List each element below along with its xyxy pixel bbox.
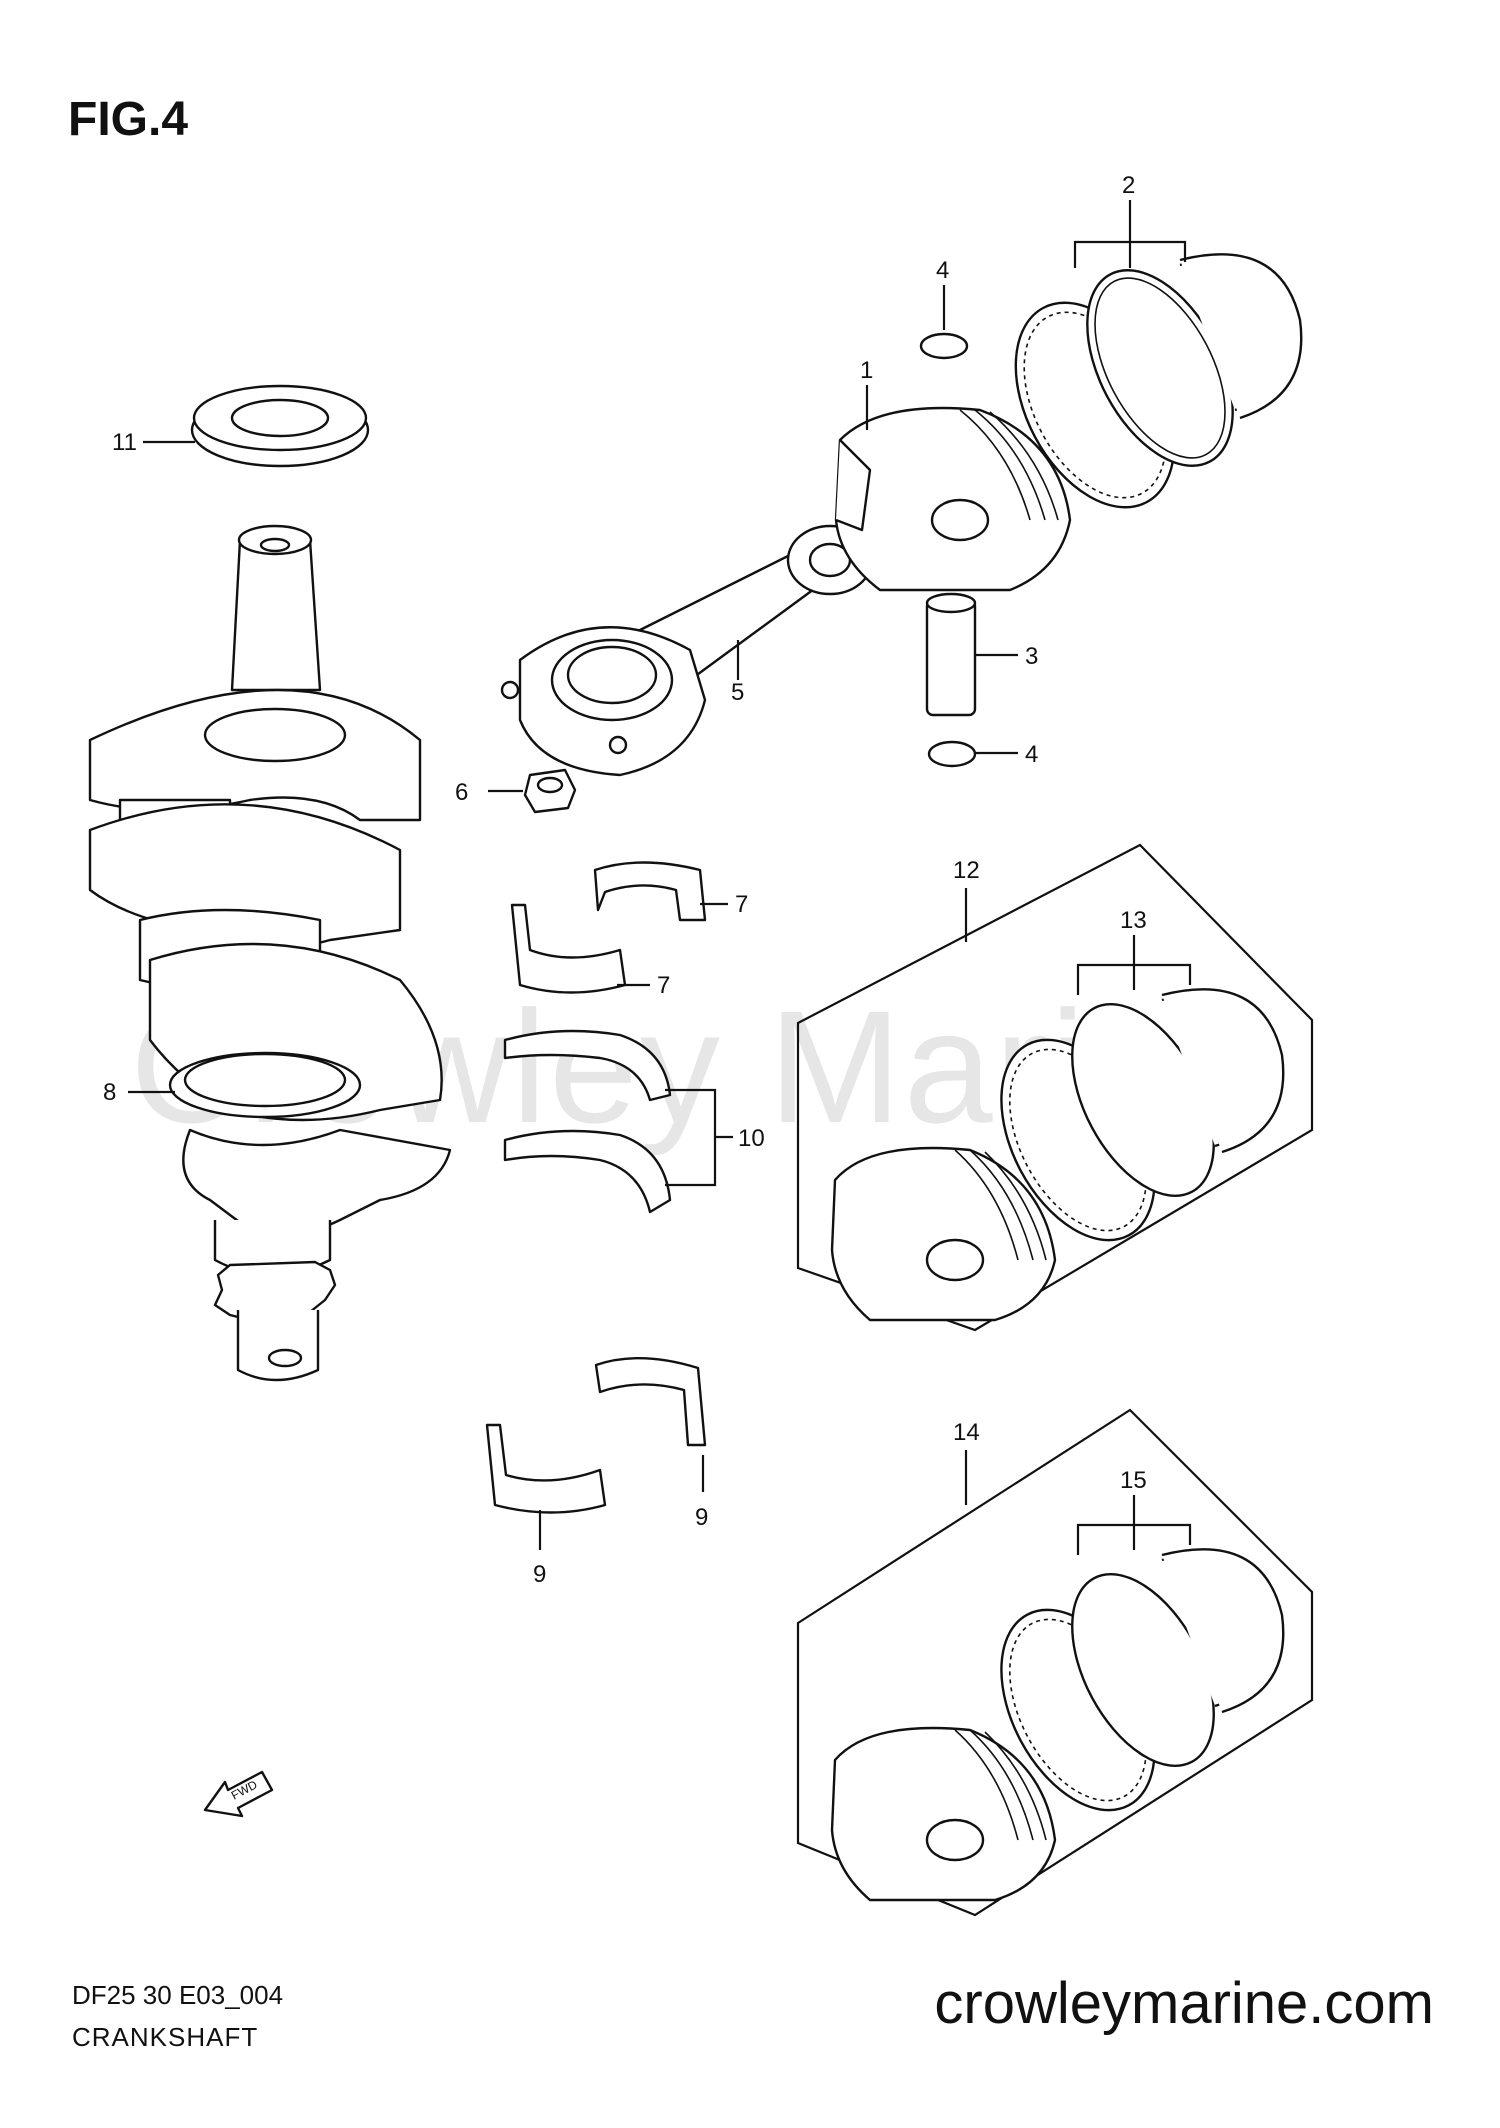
callout-5: 5 [731,679,744,706]
part-9-bearing-upper[interactable] [594,1356,707,1447]
diagram-caption: CRANKSHAFT [72,2022,259,2052]
callout-11: 11 [112,429,137,456]
part-6-nut[interactable] [523,768,577,814]
callout-10: 10 [738,1125,765,1152]
part-14-piston-kit[interactable] [796,1408,1314,1917]
part-3-piston-pin[interactable] [925,592,977,717]
part-15-piston-rings[interactable] [1161,1548,1285,1714]
callout-numbers: 1 2 3 4 4 5 6 7 7 8 9 9 10 11 12 13 14 1… [103,172,1147,1588]
part-4-circlip-bottom[interactable] [927,740,977,768]
part-1-piston[interactable] [834,406,1072,592]
callout-15: 15 [1120,1467,1147,1494]
part-8-crankshaft[interactable] [88,524,452,1382]
callout-8: 8 [103,1079,116,1106]
fwd-arrow-icon: FWD [203,1770,274,1818]
part-9-bearing-lower[interactable] [485,1423,607,1514]
callout-4-top: 4 [936,257,949,284]
callout-7-lower: 7 [657,972,670,999]
diagram-code: DF25 30 E03_004 [72,1980,284,2010]
callout-7-upper: 7 [735,891,748,918]
callout-6: 6 [455,779,468,806]
callout-9-left: 9 [533,1561,546,1588]
part-7-bearing-upper[interactable] [593,861,707,922]
callout-3: 3 [1025,643,1038,670]
part-7-bearing-lower[interactable] [510,903,627,994]
callout-9-right: 9 [695,1504,708,1531]
callout-13: 13 [1120,907,1147,934]
callout-2: 2 [1122,172,1135,199]
part-11-oil-seal[interactable] [190,384,370,468]
callout-leaders [128,200,1192,1555]
part-5-connecting-rod[interactable] [500,524,874,777]
callout-12: 12 [953,857,980,884]
part-2-piston-rings[interactable] [983,246,1303,534]
part-10-thrust-bearing-a[interactable] [503,1029,672,1102]
figure-title: FIG.4 [68,93,189,146]
callout-1: 1 [860,357,873,384]
callout-14: 14 [953,1419,980,1446]
callout-4-bottom: 4 [1025,741,1038,768]
part-12-piston-kit[interactable] [796,843,1314,1332]
website-link[interactable]: crowleymarine.com [934,1971,1434,2036]
part-10-thrust-bearing-b[interactable] [503,1129,672,1214]
part-4-circlip-top[interactable] [919,332,969,360]
part-13-piston-rings[interactable] [1161,988,1285,1154]
